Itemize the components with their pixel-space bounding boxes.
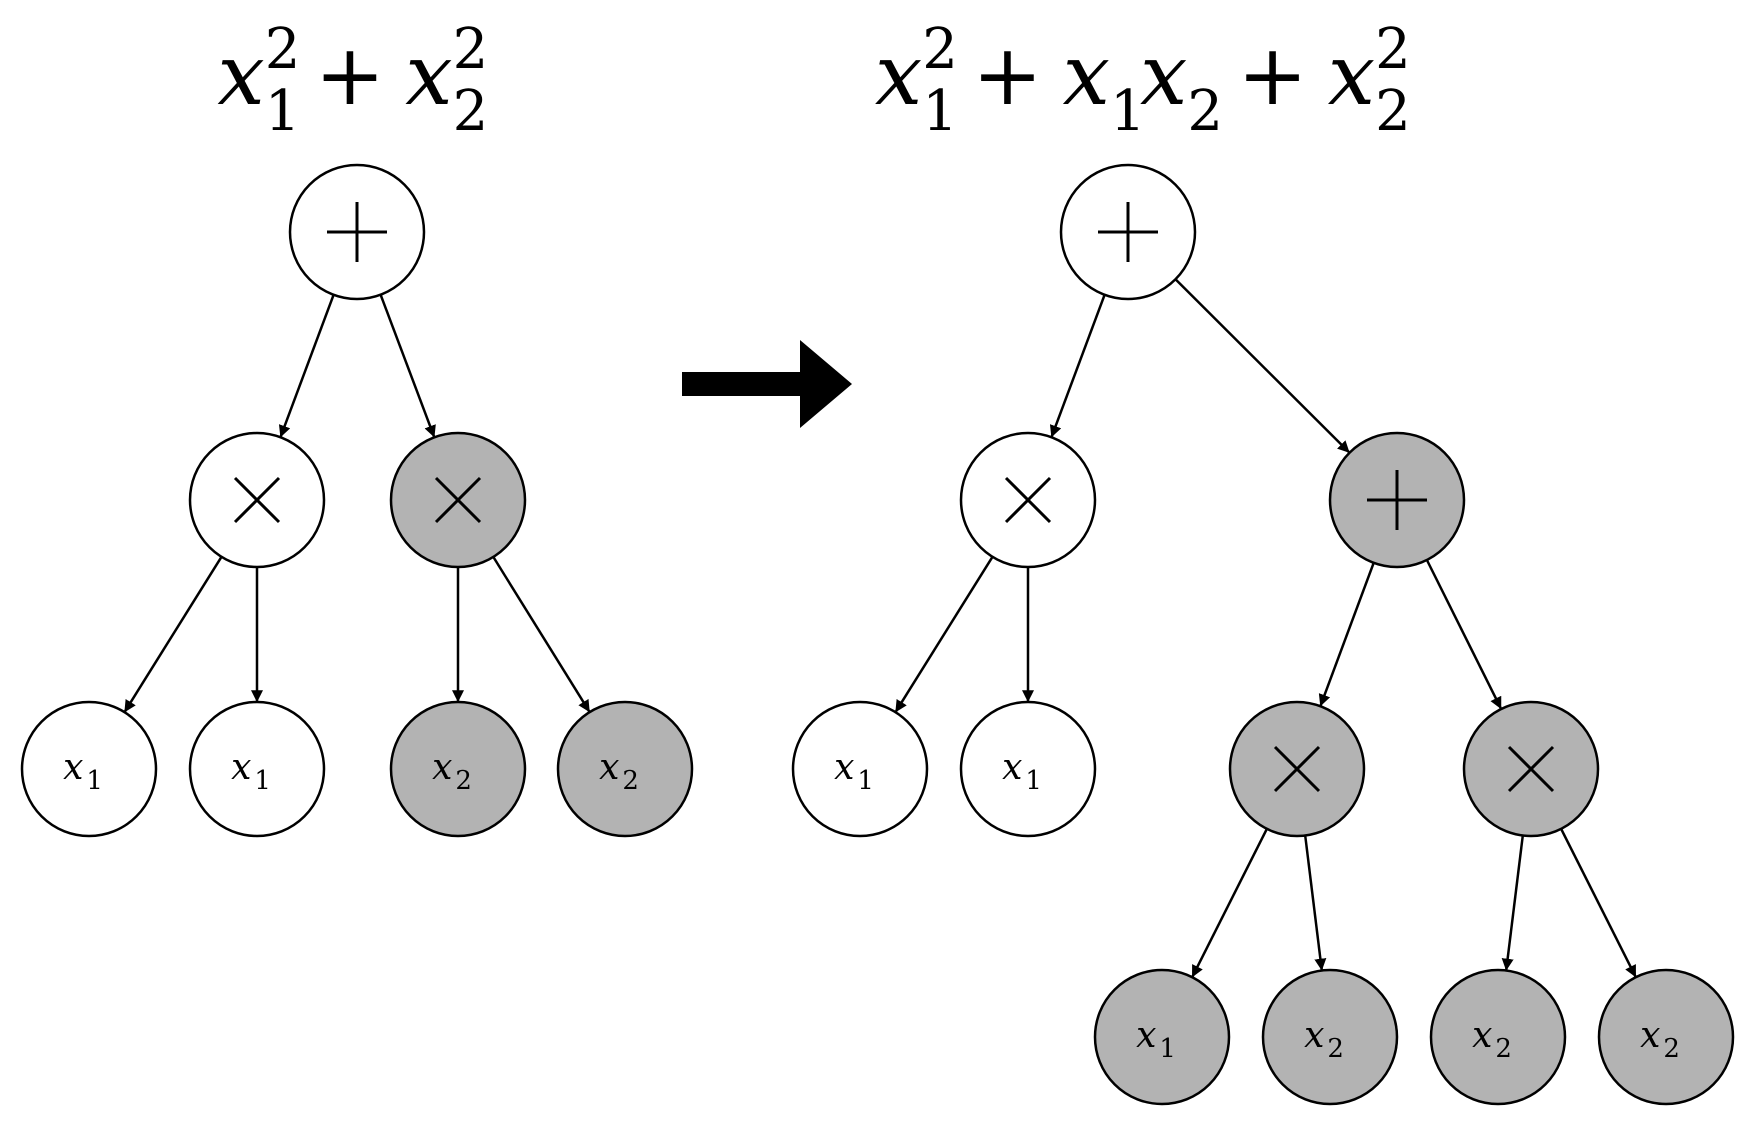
node-circle [20,700,158,838]
plus-icon [1367,470,1427,530]
node-circle [1261,968,1399,1106]
transform-arrow-icon [682,340,852,428]
plus-icon [327,202,387,262]
right-node-R-mul1 [959,431,1097,569]
right-edge-R-mul1-to-R-x1a [894,556,994,713]
left-expression: x21+x22 [160,10,540,144]
left-node-L-mul2 [389,431,527,569]
node-circle [389,700,527,838]
right-expr-operator: + [1237,26,1308,124]
node-circle [556,700,694,838]
multiply-icon [1004,476,1052,524]
left-node-L-root [288,163,426,301]
plus-icon [1098,202,1158,262]
right-edge-R-plus-to-R-mul2 [1318,562,1375,707]
right-expr-operator: + [972,26,1043,124]
left-edge-L-root-to-L-mul1 [278,294,335,438]
left-node-L-mul1 [188,431,326,569]
left-expr-operator: + [314,26,386,124]
right-edge-R-mul3-to-R-x2c [1559,828,1637,978]
right-node-R-mul2 [1228,700,1366,838]
node-circle [1429,968,1567,1106]
multiply-icon [434,476,482,524]
right-edge-R-root-to-R-plus [1174,278,1350,453]
right-expression: x21+x1x2+x22 [800,10,1480,144]
multiply-icon [1273,745,1321,793]
left-edge-L-mul1-to-L-x1a [123,556,223,713]
node-circle [188,700,326,838]
left-edge-L-root-to-L-mul2 [379,294,436,438]
right-edge-R-mul2-to-R-x2a [1303,835,1327,971]
multiply-icon [233,476,281,524]
node-circle [1093,968,1231,1106]
edges-layer [123,278,1637,978]
node-circle [791,700,929,838]
right-node-R-plus [1328,431,1466,569]
right-edge-R-plus-to-R-mul3 [1425,559,1502,710]
right-edge-R-root-to-R-mul1 [1049,294,1106,438]
right-edge-R-mul2-to-R-x1c [1191,828,1269,978]
right-node-R-root [1059,163,1197,301]
left-edge-L-mul2-to-L-x2b [492,556,591,713]
node-circle [959,700,1097,838]
right-node-R-mul3 [1462,700,1600,838]
multiply-icon [1507,745,1555,793]
node-circle [1597,968,1735,1106]
right-edge-R-mul3-to-R-x2b [1501,835,1525,971]
